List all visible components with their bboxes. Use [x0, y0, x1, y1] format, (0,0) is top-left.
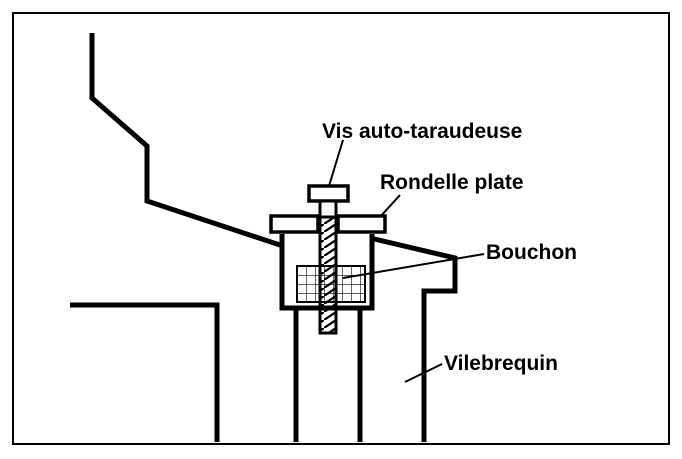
flat-washer-right [336, 214, 387, 234]
leader-crankshaft [404, 363, 443, 383]
label-washer: Rondelle plate [380, 171, 524, 194]
screw-neck [318, 199, 338, 219]
housing-outline-right [369, 235, 458, 442]
screw-head [307, 184, 350, 203]
screw-shank [318, 215, 338, 335]
label-plug: Bouchon [486, 241, 577, 264]
label-crankshaft: Vilebrequin [444, 352, 558, 375]
diagram-frame [12, 12, 670, 445]
flat-washer-left [269, 214, 320, 234]
left-block [70, 302, 220, 442]
housing-outline [89, 33, 284, 249]
label-screw: Vis auto-taraudeuse [322, 120, 522, 143]
leader-plug [342, 253, 485, 279]
leader-screw [328, 139, 344, 187]
leader-washer [379, 194, 401, 218]
